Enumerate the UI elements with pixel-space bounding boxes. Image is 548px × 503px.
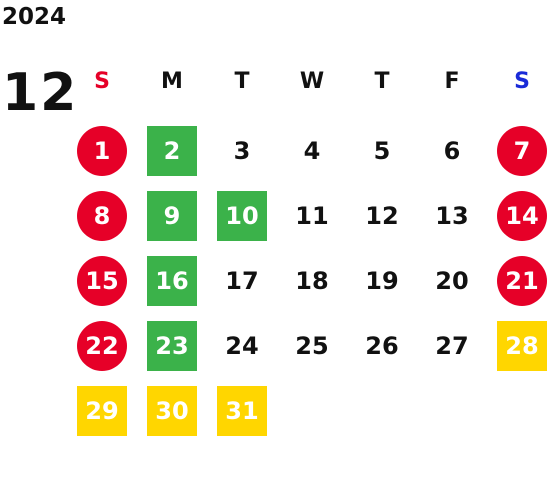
day-cell: 12 xyxy=(347,183,417,248)
day-cell: 15 xyxy=(67,248,137,313)
year-label: 2024 xyxy=(2,4,67,30)
weekday-tuesday: T xyxy=(234,68,250,94)
day-cell: 1 xyxy=(67,118,137,183)
day-cell: 29 xyxy=(67,378,137,443)
weekday-monday: M xyxy=(161,68,183,94)
day-cell: 18 xyxy=(277,248,347,313)
month-number: 12 xyxy=(2,63,79,123)
day-cell: 23 xyxy=(137,313,207,378)
day-number: 14 xyxy=(497,190,547,241)
day-cell: 6 xyxy=(417,118,487,183)
day-number: 21 xyxy=(497,255,547,306)
day-number: 18 xyxy=(295,266,329,295)
weekday-thursday: T xyxy=(374,68,390,94)
day-cell: 27 xyxy=(417,313,487,378)
day-cell: 21 xyxy=(487,248,548,313)
day-cell: 11 xyxy=(277,183,347,248)
weekday-friday: F xyxy=(444,68,460,94)
day-cell: 2 xyxy=(137,118,207,183)
day-number: 11 xyxy=(295,201,329,230)
day-cell: 8 xyxy=(67,183,137,248)
day-number: 2 xyxy=(147,125,197,176)
day-number: 16 xyxy=(147,255,197,306)
day-number: 22 xyxy=(77,320,127,371)
day-number: 4 xyxy=(303,136,321,165)
day-cell: 9 xyxy=(137,183,207,248)
day-number: 1 xyxy=(77,125,127,176)
day-cell: 17 xyxy=(207,248,277,313)
weekday-header-row: S M T W T F S xyxy=(67,62,548,100)
day-cell: 25 xyxy=(277,313,347,378)
day-cell: 16 xyxy=(137,248,207,313)
day-number: 15 xyxy=(77,255,127,306)
day-cell: 31 xyxy=(207,378,277,443)
day-cell: 22 xyxy=(67,313,137,378)
day-cell: 28 xyxy=(487,313,548,378)
day-cell: 19 xyxy=(347,248,417,313)
weekday-saturday: S xyxy=(514,68,530,94)
day-cell: 26 xyxy=(347,313,417,378)
day-cell: 24 xyxy=(207,313,277,378)
day-number: 9 xyxy=(147,190,197,241)
day-cell: 7 xyxy=(487,118,548,183)
weekday-wednesday: W xyxy=(299,68,325,94)
day-number: 25 xyxy=(295,331,329,360)
day-cell: 30 xyxy=(137,378,207,443)
day-number: 23 xyxy=(147,320,197,371)
day-number: 26 xyxy=(365,331,399,360)
day-number: 6 xyxy=(443,136,461,165)
day-cell: 3 xyxy=(207,118,277,183)
day-number: 12 xyxy=(365,201,399,230)
day-cell: 5 xyxy=(347,118,417,183)
day-cell: 10 xyxy=(207,183,277,248)
day-number: 24 xyxy=(225,331,259,360)
day-number: 31 xyxy=(217,385,267,436)
day-number: 5 xyxy=(373,136,391,165)
day-number: 17 xyxy=(225,266,259,295)
day-cell: 4 xyxy=(277,118,347,183)
day-number: 30 xyxy=(147,385,197,436)
day-number: 29 xyxy=(77,385,127,436)
day-number: 7 xyxy=(497,125,547,176)
day-number: 10 xyxy=(217,190,267,241)
day-number: 28 xyxy=(497,320,547,371)
day-number: 13 xyxy=(435,201,469,230)
day-cell: 13 xyxy=(417,183,487,248)
day-number: 19 xyxy=(365,266,399,295)
day-cell: 20 xyxy=(417,248,487,313)
day-number: 3 xyxy=(233,136,251,165)
day-number: 20 xyxy=(435,266,469,295)
day-number: 27 xyxy=(435,331,469,360)
day-number: 8 xyxy=(77,190,127,241)
weekday-sunday: S xyxy=(94,68,110,94)
day-cell: 14 xyxy=(487,183,548,248)
